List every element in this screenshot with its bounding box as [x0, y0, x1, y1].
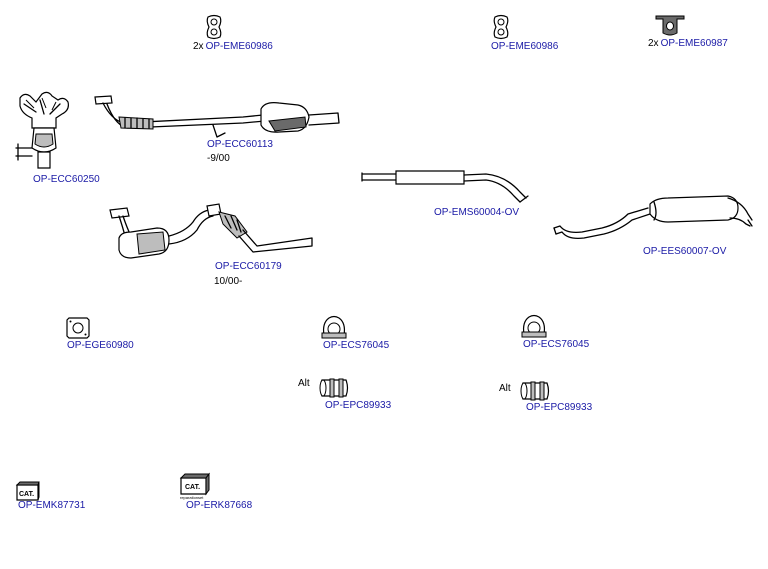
part-code[interactable]: OP-EPC89933 [526, 402, 593, 413]
part-code[interactable]: OP-EPC89933 [325, 400, 392, 411]
part-code[interactable]: OP-EME60987 [660, 38, 728, 49]
part-label-rear-silencer[interactable]: OP-EES60007-OV [643, 246, 726, 258]
rear-silencer-icon[interactable] [552, 190, 757, 245]
part-code[interactable]: OP-EME60986 [205, 41, 273, 52]
clamp-icon[interactable] [321, 315, 347, 339]
part-label-connector-1[interactable]: OP-EPC89933 [325, 400, 391, 412]
part-label-clamp-1[interactable]: OP-ECS76045 [323, 340, 389, 352]
fitting-date-note: -9/00 [207, 153, 230, 164]
part-label-front-cat-1[interactable]: OP-ECC60113 [207, 139, 273, 151]
part-label-manifold-cat[interactable]: OP-ECC60250 [33, 174, 100, 186]
alternative-prefix: Alt [499, 383, 511, 394]
part-label-middle-silencer[interactable]: OP-EMS60004-OV [434, 207, 519, 219]
part-label-repair-kit[interactable]: OP-ERK87668 [186, 500, 252, 512]
rubber-hanger-icon[interactable] [205, 15, 223, 39]
front-pipe-catalyst-icon[interactable] [107, 202, 317, 262]
box-label: CAT. [19, 491, 34, 498]
part-code[interactable]: OP-EMK87731 [18, 500, 86, 511]
part-code[interactable]: OP-EGE60980 [67, 340, 134, 351]
front-pipe-catalyst-icon[interactable] [93, 95, 343, 140]
part-code[interactable]: OP-ECC60250 [33, 174, 100, 185]
cat-repair-box-icon[interactable]: CAT. reparationset [180, 472, 210, 500]
part-label-connector-2[interactable]: OP-EPC89933 [526, 402, 592, 414]
bracket-hanger-icon[interactable] [655, 13, 685, 37]
part-label-hanger-2[interactable]: OP-EME60986 [491, 41, 558, 53]
pipe-connector-icon[interactable] [318, 377, 350, 399]
cat-box-icon[interactable]: CAT. [16, 481, 40, 501]
manifold-catalyst-icon[interactable] [12, 88, 74, 172]
part-code[interactable]: OP-EMS60004-OV [434, 207, 520, 218]
gasket-icon[interactable] [66, 317, 90, 339]
middle-silencer-icon[interactable] [360, 168, 530, 208]
part-code[interactable]: OP-EME60986 [491, 41, 559, 52]
part-code[interactable]: OP-ECS76045 [523, 339, 590, 350]
part-label-front-cat-2[interactable]: OP-ECC60179 [215, 261, 282, 273]
part-code[interactable]: OP-EES60007-OV [643, 246, 727, 257]
part-label-gasket[interactable]: OP-EGE60980 [67, 340, 134, 352]
part-code[interactable]: OP-ECC60179 [215, 261, 282, 272]
part-code[interactable]: OP-ECS76045 [323, 340, 390, 351]
part-label-mount-kit[interactable]: OP-EMK87731 [18, 500, 85, 512]
rubber-hanger-icon[interactable] [492, 15, 510, 39]
quantity-prefix: 2x [648, 38, 659, 49]
clamp-icon[interactable] [521, 314, 547, 338]
alternative-prefix: Alt [298, 378, 310, 389]
fitting-date-note: 10/00- [214, 276, 243, 287]
box-label: CAT. [185, 484, 200, 491]
part-code[interactable]: OP-ECC60113 [207, 139, 273, 150]
quantity-prefix: 2x [193, 41, 204, 52]
pipe-connector-icon[interactable] [519, 380, 551, 402]
box-sublabel: reparationset [180, 495, 204, 500]
part-label-clamp-2[interactable]: OP-ECS76045 [523, 339, 589, 351]
part-code[interactable]: OP-ERK87668 [186, 500, 253, 511]
